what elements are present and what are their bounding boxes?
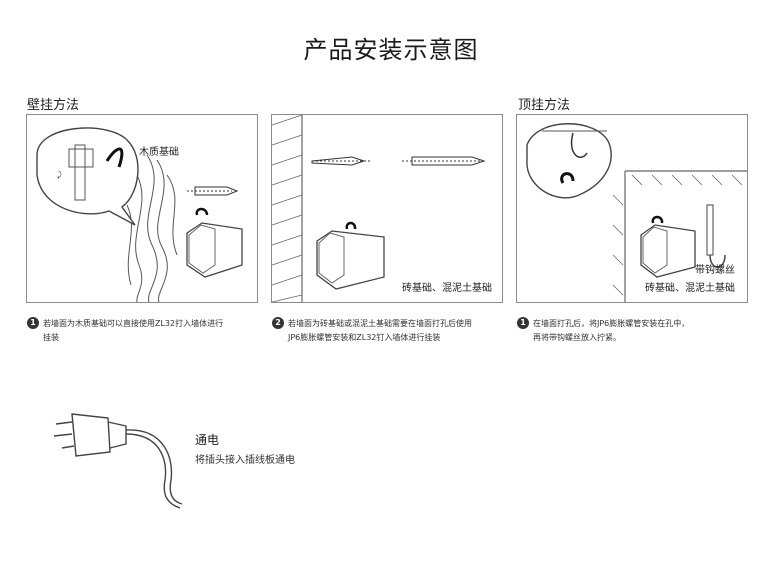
brick-wall-illustration [272, 115, 486, 302]
brick-base-label: 砖基础、混泥土基础 [402, 283, 492, 294]
step-number-badge: 1 [517, 317, 529, 329]
ceiling-panel: 带钩螺丝 砖基础、混泥土基础 [516, 114, 748, 303]
page-title: 产品安装示意图 [303, 36, 479, 64]
step-text: 若墙面为砖基础或混泥土基础需要在墙面打孔后使用 JP6膨胀螺管安装和ZL32钉入… [288, 319, 472, 342]
hook-screw-label: 带钩螺丝 [695, 265, 735, 276]
step-text: 在墙面打孔后，将JP6膨胀螺管安装在孔中， 再将带钩螺丝放入拧紧。 [533, 319, 690, 342]
svg-text:⤸: ⤸ [57, 170, 63, 179]
ceiling-brick-texture [612, 170, 747, 302]
brick-wall-panel: 砖基础、混泥土基础 [271, 114, 503, 303]
step-number-badge: 2 [272, 317, 284, 329]
ceiling-method-label: 顶挂方法 [518, 98, 571, 113]
wood-wall-illustration: ⤸ [36, 127, 243, 302]
power-title: 通电 [195, 433, 220, 447]
screw-icon [402, 156, 486, 166]
wood-wall-panel: ⤸ 木质基础 [26, 114, 258, 303]
screw-icon [187, 186, 239, 196]
step-text: 若墙面为木质基础可以直接使用ZL32打入墙体进行 挂装 [43, 319, 224, 342]
hook-icon [570, 132, 588, 158]
wall-method-label: 壁挂方法 [27, 98, 80, 113]
anchor-icon [311, 156, 372, 166]
hook-screw-icon [706, 204, 714, 256]
wood-grain-texture [126, 154, 178, 302]
wood-base-label: 木质基础 [139, 147, 179, 158]
brick-wall-texture [272, 115, 303, 302]
power-description: 将插头接入插线板通电 [195, 455, 295, 466]
step-number-badge: 1 [27, 317, 39, 329]
ceiling-base-label: 砖基础、混泥土基础 [645, 283, 735, 294]
ceiling-illustration [526, 123, 747, 302]
plug-icon [53, 413, 183, 509]
